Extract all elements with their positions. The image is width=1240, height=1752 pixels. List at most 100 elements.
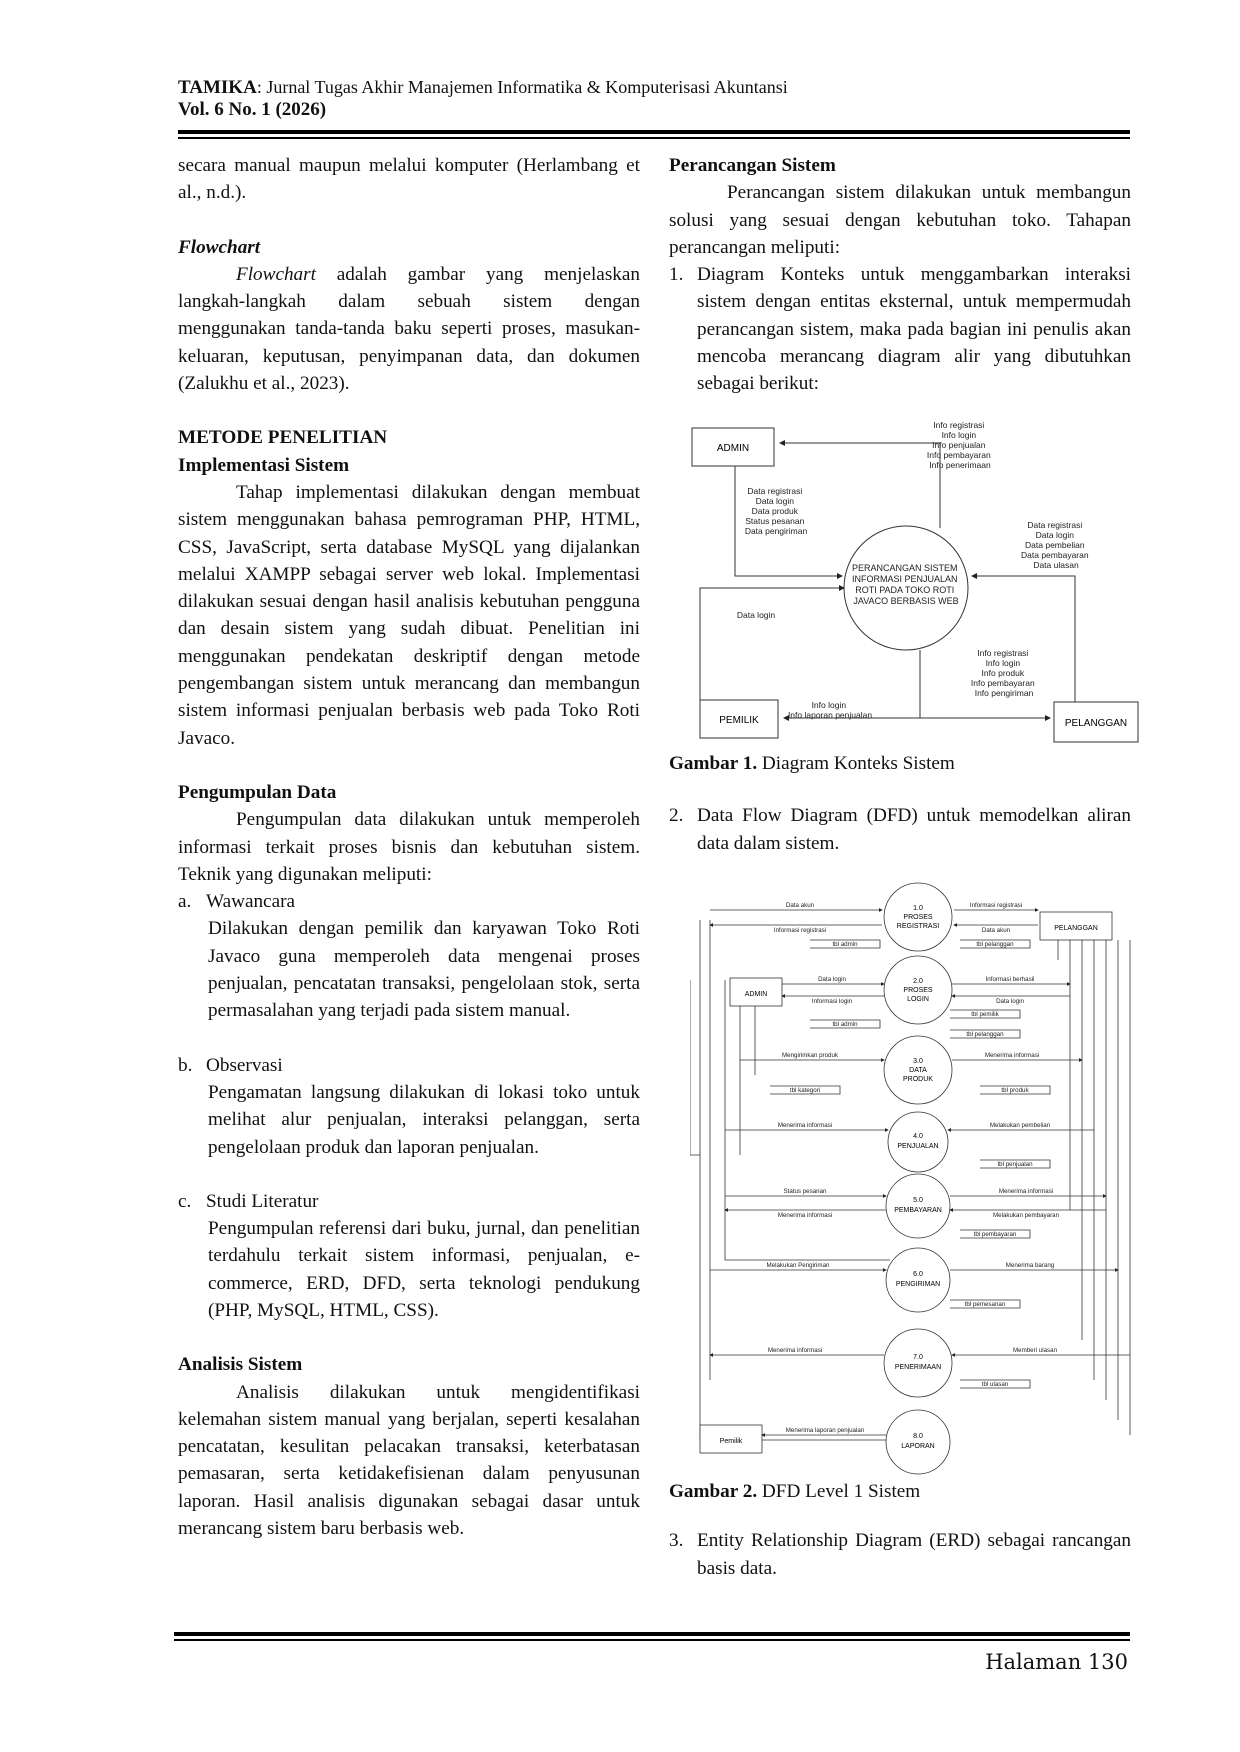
svg-text:Data registrasi Data login: Data registrasi Data login Data pembelia… bbox=[1021, 520, 1091, 570]
process-name: PROSES bbox=[903, 987, 933, 994]
figure-2-caption-text: DFD Level 1 Sistem bbox=[757, 1481, 921, 1502]
process-2 bbox=[883, 955, 953, 1025]
flow-label: Info pembayaran bbox=[927, 450, 991, 460]
system-label-1: PERANCANGAN SISTEM bbox=[852, 563, 958, 573]
step-text: Data Flow Diagram (DFD) untuk memodelkan… bbox=[697, 805, 1131, 854]
process-1 bbox=[883, 882, 953, 952]
dfd-entity-pemilik-label: Pemilik bbox=[720, 1438, 743, 1445]
section-heading-metode: METODE PENELITIAN bbox=[178, 427, 388, 449]
store-label: tbl ulasan bbox=[982, 1381, 1009, 1388]
flow-label: Info registrasi bbox=[977, 648, 1028, 658]
flow-label: Data ulasan bbox=[1033, 560, 1079, 570]
system-label-4: JAVACO BERBASIS WEB bbox=[853, 596, 958, 606]
subheading-perancangan: Perancangan Sistem bbox=[669, 155, 836, 176]
flow-label: Informasi registrasi bbox=[970, 902, 1022, 909]
flow-label: Info pembayaran bbox=[971, 678, 1035, 688]
subheading-analisis: Analisis Sistem bbox=[178, 1354, 303, 1376]
flow-label: Menerima informasi bbox=[999, 1188, 1053, 1195]
process-name: REGISTRASI bbox=[897, 923, 939, 930]
paragraph-analisis: Analisis dilakukan untuk mengidentifikas… bbox=[178, 1381, 640, 1540]
list-marker: c. bbox=[178, 1190, 192, 1212]
flow-pemilik-in bbox=[699, 585, 845, 700]
list-item-wawancara: a.Wawancara bbox=[178, 888, 640, 915]
flow-label: Status pesanan bbox=[745, 516, 804, 526]
list-title: Observasi bbox=[206, 1054, 283, 1076]
flow-label: Info registrasi bbox=[933, 420, 984, 430]
fig2-caption-block: Gambar 2. DFD Level 1 Sistem 3.Entity Re… bbox=[669, 1478, 1131, 1582]
header-rule-thin bbox=[178, 137, 1130, 139]
entity-admin bbox=[691, 427, 775, 467]
flow-label: Data registrasi bbox=[1027, 520, 1082, 530]
process-num: 1.0 bbox=[913, 905, 923, 912]
flow-label: Menerima informasi bbox=[778, 1122, 832, 1129]
store-label: tbl kategori bbox=[790, 1087, 820, 1094]
flow-label: Info pengiriman bbox=[975, 688, 1034, 698]
flow-label: Status pesanan bbox=[783, 1188, 827, 1195]
flow-label: Menerima barang bbox=[1006, 1262, 1055, 1269]
process-7 bbox=[883, 1328, 953, 1398]
flow-admin-in bbox=[734, 466, 843, 579]
dfd-entity-pelanggan bbox=[1039, 911, 1113, 941]
step-marker: 3. bbox=[669, 1530, 684, 1552]
paragraph-perancangan: Perancangan sistem dilakukan untuk memba… bbox=[669, 182, 1131, 258]
left-column: secara manual maupun melalui komputer (H… bbox=[178, 152, 640, 1542]
process-8 bbox=[885, 1409, 951, 1475]
dfd-entity-admin bbox=[729, 977, 783, 1007]
journal-abbr: TAMIKA bbox=[178, 77, 257, 98]
process-name: PROSES bbox=[903, 914, 933, 921]
store-label: tbl penjualan bbox=[997, 1161, 1033, 1168]
step-text: Diagram Konteks untuk menggambarkan inte… bbox=[697, 264, 1131, 395]
context-diagram: ADMIN PEMILIK PELANGGAN PERANCANGAN SIST… bbox=[691, 420, 1139, 743]
flow-label: Data pembayaran bbox=[1021, 550, 1089, 560]
list-text-observasi: Pengamatan langsung dilakukan di lokasi … bbox=[208, 1081, 640, 1158]
flow-label: Melakukan pembelian bbox=[990, 1122, 1051, 1129]
flow-label: Info penerimaan bbox=[929, 460, 991, 470]
process-num: 8.0 bbox=[913, 1433, 923, 1440]
flow-label: Data akun bbox=[786, 902, 815, 909]
dfd-entity-admin-label: ADMIN bbox=[745, 991, 768, 998]
flow-label: Menerima informasi bbox=[985, 1052, 1039, 1059]
dfd-entity-pemilik bbox=[699, 1424, 763, 1454]
process-5 bbox=[885, 1173, 951, 1239]
svg-text:Info registrasi Info login: Info registrasi Info login Info produk I… bbox=[971, 648, 1037, 698]
paragraph-pengumpulan: Pengumpulan data dilakukan untuk mempero… bbox=[178, 809, 640, 885]
flow-label: Data login bbox=[818, 976, 846, 983]
flow-admin-out bbox=[779, 440, 941, 528]
paragraph-flowchart: Flowchart adalah gambar yang menjelaskan… bbox=[178, 261, 640, 397]
process-num: 4.0 bbox=[913, 1133, 923, 1140]
subheading-implementasi: Implementasi Sistem bbox=[178, 454, 350, 476]
process-num: 3.0 bbox=[913, 1058, 923, 1065]
figure-1-caption: Gambar 1. Diagram Konteks Sistem bbox=[669, 750, 1131, 777]
store-label: tbl admin bbox=[832, 1021, 858, 1028]
flow-label: Menerima laporan penjualan bbox=[786, 1427, 865, 1434]
flow-label: Data pengiriman bbox=[745, 526, 808, 536]
flow-label: Data pembelian bbox=[1025, 540, 1085, 550]
flow-label: Menerima informasi bbox=[768, 1347, 822, 1354]
section-heading-flowchart: Flowchart bbox=[178, 236, 261, 258]
step-1: 1. Diagram Konteks untuk menggambarkan in… bbox=[669, 261, 1131, 397]
flowchart-text: adalah gambar yang menjelaskan langkah-l… bbox=[178, 263, 640, 395]
process-name: PENERIMAAN bbox=[895, 1364, 941, 1371]
process-num: 7.0 bbox=[913, 1354, 923, 1361]
flow-label: Data produk bbox=[752, 506, 799, 516]
flow-label: Melakukan Pengiriman bbox=[767, 1262, 830, 1269]
flow-label: Melakukan pembayaran bbox=[993, 1212, 1060, 1219]
step-3: 3. Entity Relationship Diagram (ERD) seba… bbox=[669, 1527, 1131, 1582]
flow-pelanggan-in bbox=[971, 573, 1076, 702]
step-text: Entity Relationship Diagram (ERD) sebaga… bbox=[697, 1530, 1131, 1579]
process-name: PENJUALAN bbox=[897, 1143, 938, 1150]
flow-label: Data login bbox=[756, 496, 795, 506]
fig1-caption-block: Gambar 1. Diagram Konteks Sistem 2.Data … bbox=[669, 750, 1131, 857]
subheading-pengumpulan: Pengumpulan Data bbox=[178, 781, 337, 803]
svg-text:Info login Info laporan pe: Info login Info laporan penjualan bbox=[788, 700, 872, 720]
dfd-entity-pelanggan-label: PELANGGAN bbox=[1054, 925, 1098, 932]
entity-pelanggan-label: PELANGGAN bbox=[1065, 718, 1127, 729]
flow-label: Info produk bbox=[982, 668, 1025, 678]
step-marker: 1. bbox=[669, 264, 684, 286]
list-marker: b. bbox=[178, 1054, 193, 1076]
flow-label: Data login bbox=[737, 610, 776, 620]
process-name: PEMBAYARAN bbox=[894, 1207, 942, 1214]
